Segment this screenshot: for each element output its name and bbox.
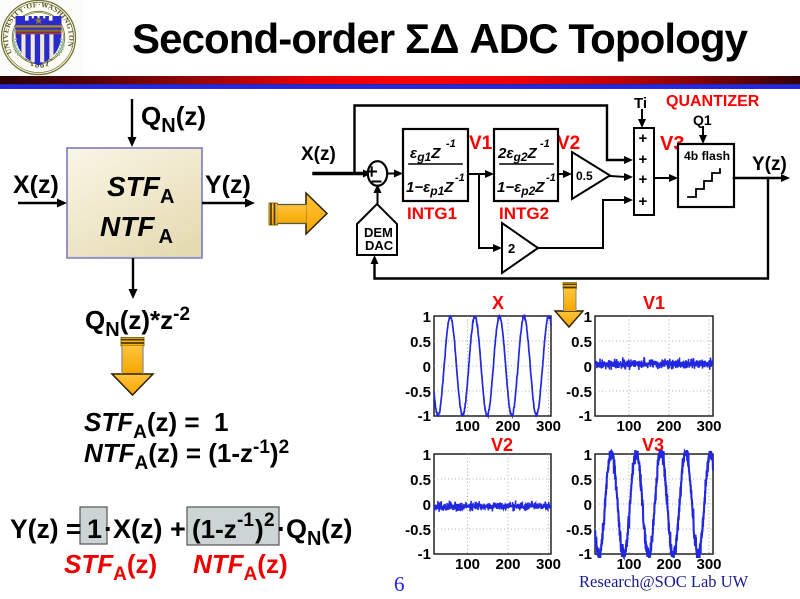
svg-text:-1: -1 <box>455 172 465 184</box>
svg-text:Y(z): Y(z) <box>752 154 787 175</box>
svg-text:STF: STF <box>107 171 161 202</box>
svg-text:0.5: 0.5 <box>410 334 431 351</box>
svg-text:INTG1: INTG1 <box>407 204 457 223</box>
svg-text:QUANTIZER: QUANTIZER <box>666 93 760 110</box>
svg-text:εg1Z: εg1Z <box>410 145 441 164</box>
svg-text:200: 200 <box>656 418 681 435</box>
svg-text:V2: V2 <box>491 435 513 455</box>
svg-text:0.5: 0.5 <box>576 169 593 183</box>
svg-text:4b flash: 4b flash <box>684 149 730 163</box>
svg-text:1−εp1Z: 1−εp1Z <box>406 179 454 198</box>
svg-text:1: 1 <box>584 447 592 464</box>
svg-text:): ) <box>255 514 264 544</box>
svg-text:0.5: 0.5 <box>410 472 431 489</box>
svg-text:200: 200 <box>656 556 681 573</box>
svg-text:1: 1 <box>423 309 431 326</box>
svg-text:-1: -1 <box>237 510 254 531</box>
svg-text:NTFA(z): NTFA(z) <box>193 549 288 585</box>
svg-text:2εg2Z: 2εg2Z <box>497 145 538 164</box>
svg-text:·: · <box>24 54 29 64</box>
svg-text:QN(z): QN(z) <box>141 101 206 137</box>
svg-text:QN(z)*z-2: QN(z)*z-2 <box>85 304 190 341</box>
svg-text:·X(z) +: ·X(z) + <box>104 514 186 544</box>
svg-text:STFA(z) = 1: STFA(z) = 1 <box>84 407 228 443</box>
svg-text:DAC: DAC <box>365 238 394 253</box>
svg-text:A: A <box>160 186 174 208</box>
svg-text:1: 1 <box>423 447 431 464</box>
svg-text:300: 300 <box>536 556 561 573</box>
svg-text:+: + <box>639 171 648 188</box>
svg-text:100: 100 <box>616 418 641 435</box>
svg-text:NTF: NTF <box>100 211 155 242</box>
svg-text:-1: -1 <box>579 408 592 425</box>
svg-text:(1-z: (1-z <box>192 514 237 544</box>
svg-text:0: 0 <box>584 497 592 514</box>
svg-text:300: 300 <box>696 556 721 573</box>
svg-text:200: 200 <box>495 418 520 435</box>
svg-text:0.5: 0.5 <box>571 334 592 351</box>
svg-text:V1: V1 <box>643 293 665 313</box>
svg-text:-1: -1 <box>546 172 556 184</box>
svg-text:INTG2: INTG2 <box>499 204 549 223</box>
svg-text:0: 0 <box>584 359 592 376</box>
svg-text:V1: V1 <box>469 133 493 154</box>
svg-text:+: + <box>639 151 648 168</box>
svg-text:100: 100 <box>455 418 480 435</box>
svg-text:DEM: DEM <box>364 225 393 240</box>
svg-text:6: 6 <box>394 572 405 596</box>
svg-text:-1: -1 <box>540 138 550 150</box>
svg-text:-0.5: -0.5 <box>566 384 592 401</box>
svg-text:-1: -1 <box>418 408 431 425</box>
svg-text:·: · <box>49 54 54 64</box>
svg-text:100: 100 <box>455 556 480 573</box>
svg-text:NTFA(z) = (1-z-1)2: NTFA(z) = (1-z-1)2 <box>84 437 289 474</box>
svg-text:0: 0 <box>423 497 431 514</box>
svg-text:+: + <box>639 130 648 147</box>
svg-text:Y(z): Y(z) <box>205 171 251 199</box>
svg-text:-1: -1 <box>446 138 456 150</box>
svg-text:V2: V2 <box>557 133 580 154</box>
svg-text:300: 300 <box>696 418 721 435</box>
svg-text:Y(z) =: Y(z) = <box>10 514 81 544</box>
svg-text:-0.5: -0.5 <box>405 522 431 539</box>
svg-text:1: 1 <box>29 58 35 69</box>
svg-text:1: 1 <box>87 514 102 544</box>
svg-text:1: 1 <box>44 58 50 69</box>
svg-text:-1: -1 <box>418 546 431 563</box>
svg-text:2: 2 <box>264 510 275 531</box>
svg-text:-1: -1 <box>579 546 592 563</box>
svg-text:+: + <box>639 193 648 210</box>
svg-text:·Q: ·Q <box>277 514 307 544</box>
svg-text:2: 2 <box>508 241 515 256</box>
svg-text:X: X <box>492 293 504 313</box>
svg-text:X(z): X(z) <box>13 171 59 199</box>
svg-text:N: N <box>307 528 321 550</box>
svg-text:X(z): X(z) <box>301 144 336 165</box>
svg-text:A: A <box>159 226 173 248</box>
svg-text:0: 0 <box>423 359 431 376</box>
svg-text:200: 200 <box>495 556 520 573</box>
svg-text:-0.5: -0.5 <box>566 522 592 539</box>
svg-text:STFA(z): STFA(z) <box>64 549 157 585</box>
svg-text:Research@SOC Lab UW: Research@SOC Lab UW <box>579 572 749 591</box>
svg-text:-0.5: -0.5 <box>405 384 431 401</box>
svg-text:(z): (z) <box>321 514 352 544</box>
svg-text:V3: V3 <box>642 435 664 455</box>
svg-text:300: 300 <box>536 418 561 435</box>
svg-text:Ti: Ti <box>634 95 647 112</box>
svg-text:1−εp2Z: 1−εp2Z <box>497 179 545 198</box>
svg-text:6: 6 <box>40 60 45 70</box>
svg-text:Q1: Q1 <box>693 112 712 128</box>
svg-text:0.5: 0.5 <box>571 472 592 489</box>
svg-text:1: 1 <box>584 309 592 326</box>
svg-text:100: 100 <box>616 556 641 573</box>
